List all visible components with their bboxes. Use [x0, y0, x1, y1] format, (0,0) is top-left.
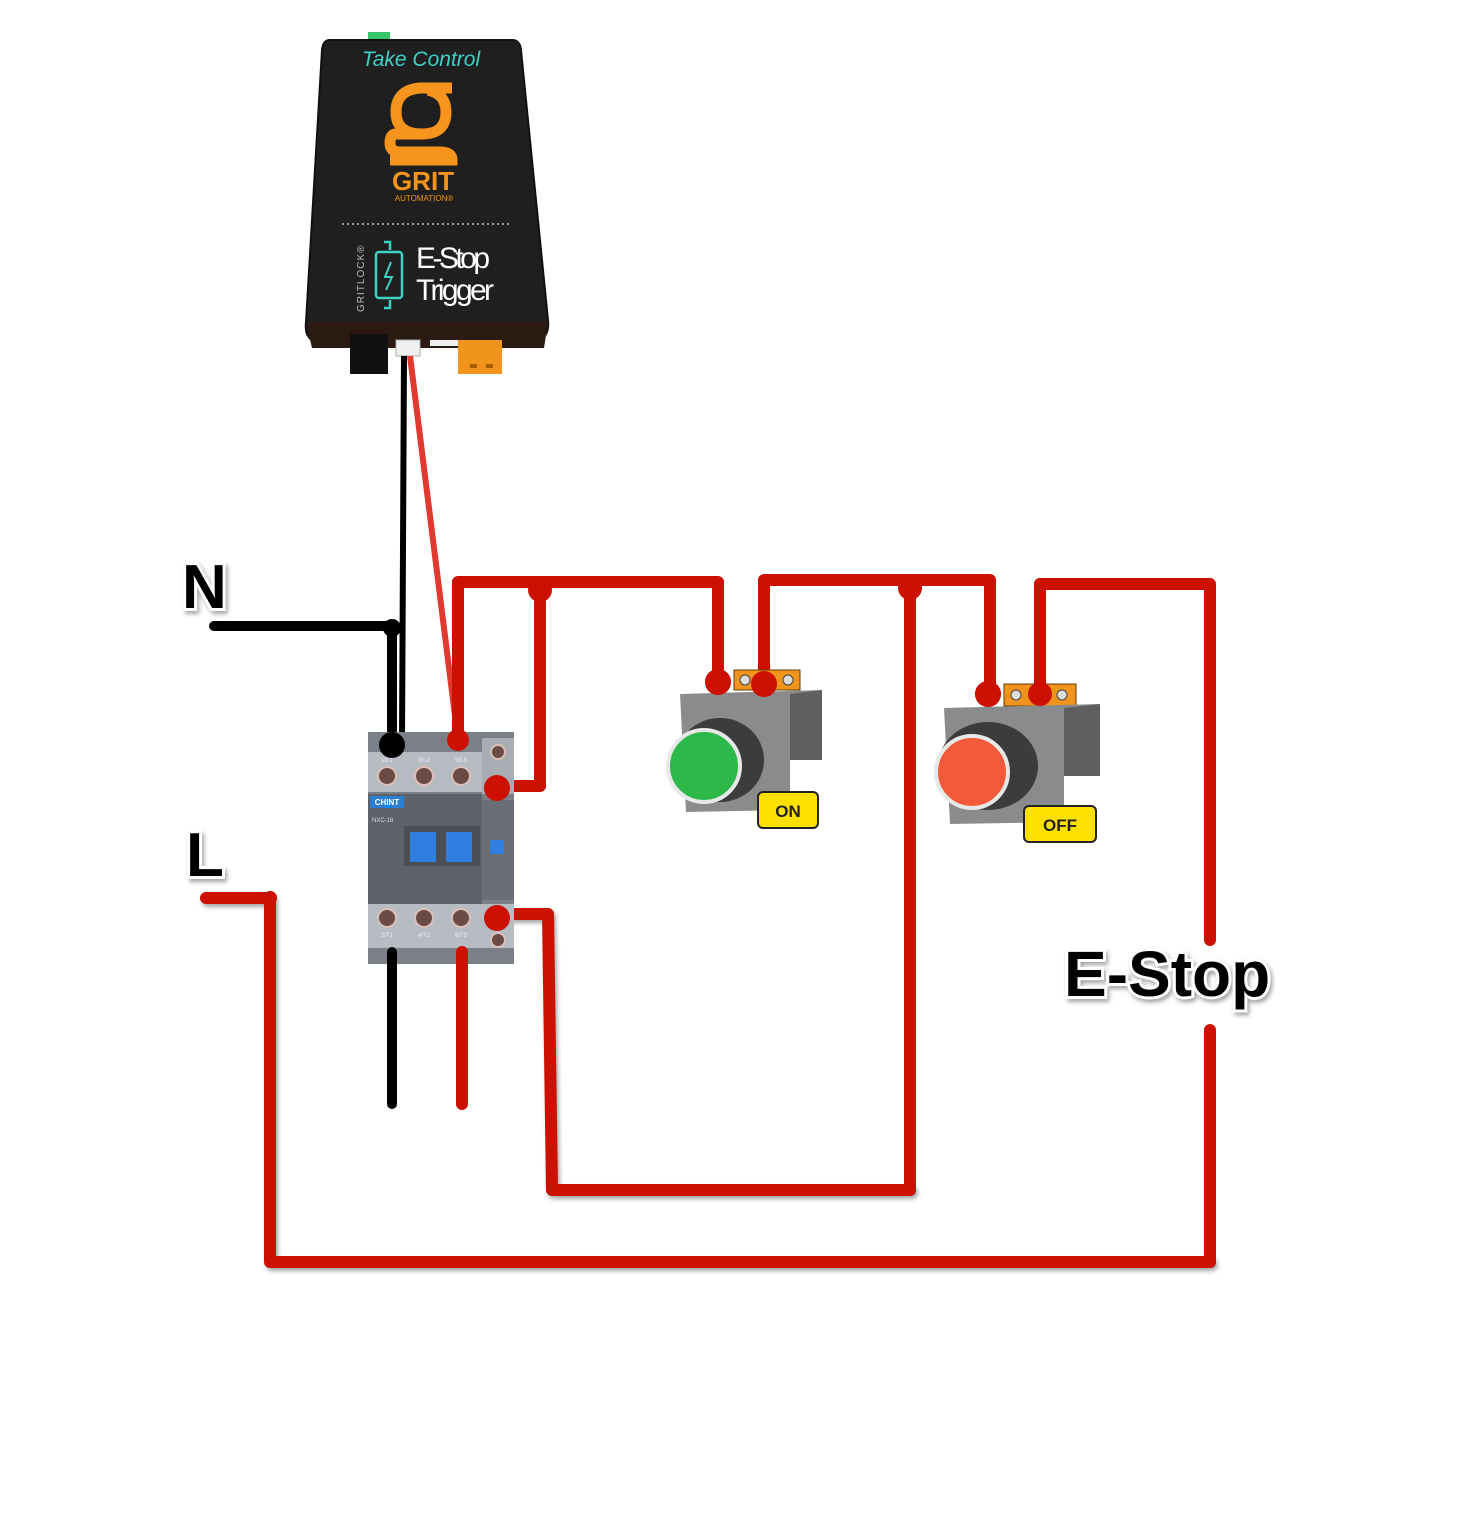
live-label: L — [186, 821, 224, 890]
xt60-connector — [458, 340, 502, 374]
aux-13-node-top — [484, 775, 510, 801]
neutral-label: N — [182, 553, 227, 622]
off-label: OFF — [1043, 816, 1077, 835]
off-push-button: OFF — [934, 683, 1100, 843]
terminal-screw — [739, 674, 751, 686]
device-tagline: Take Control — [362, 48, 482, 71]
on-terminal-2-top — [751, 671, 777, 697]
estop-label: E-Stop — [1064, 938, 1270, 1010]
jst-connector — [395, 339, 421, 357]
on-label-badge — [757, 791, 819, 829]
contactor-brand: CHINT — [375, 798, 400, 807]
neutral-wire — [209, 621, 397, 750]
live-junction — [263, 891, 277, 905]
terminal-screw — [451, 908, 471, 928]
terminal-label-2-t1: 2/T1 — [381, 933, 394, 939]
estop-trigger-device: Take Control GRIT AUTOMATION® GRITLOCK® … — [304, 32, 550, 374]
terminal-screw — [377, 908, 397, 928]
terminal-label-3-l2: 3/L2 — [418, 758, 430, 764]
top-junction-1 — [528, 578, 552, 602]
terminal-screw — [377, 766, 397, 786]
neutral-terminal-node-top — [379, 732, 405, 758]
terminal-screw — [451, 766, 471, 786]
device-brand: GRIT — [392, 166, 454, 196]
device-product-line1: E-Stop — [416, 242, 490, 275]
aux-14-wire — [492, 908, 916, 1196]
terminal-screw — [782, 674, 794, 686]
terminal-screw — [1010, 689, 1022, 701]
l3-terminal-node-top — [447, 729, 469, 751]
terminal-label-1-l1: 1/L1 — [381, 758, 393, 764]
live-wire — [200, 892, 1216, 1268]
on-button-housing-side — [790, 690, 822, 760]
battery-lightning-icon — [374, 240, 404, 310]
contactor-brand-badge — [370, 796, 404, 808]
terminal-label-6-t3: 6/T3 — [455, 933, 468, 939]
device-series: GRITLOCK® — [356, 245, 367, 313]
device-red-lead — [407, 355, 461, 741]
off-button-housing-side — [1064, 704, 1100, 776]
terminal-screw — [490, 932, 506, 948]
contactor-aux-indicator — [490, 840, 504, 854]
black-connector — [350, 334, 388, 374]
on-push-button: ON — [666, 669, 822, 829]
terminal-label-4-t2: 4/T2 — [418, 933, 431, 939]
aux-14-node-top — [484, 905, 510, 931]
contactor-model: NXC-18 — [372, 818, 394, 824]
terminal-label-5-l3: 5/L3 — [455, 758, 467, 764]
device-bottom-edge — [306, 322, 548, 348]
device-product-line2: Trigger — [416, 274, 494, 307]
on-button-cap — [666, 728, 742, 804]
xt60-pin — [470, 364, 477, 368]
contactor-actuator — [410, 832, 436, 862]
off-button-cap — [934, 734, 1010, 810]
neutral-junction — [383, 619, 401, 637]
top-terminal-connector — [368, 32, 390, 42]
on-to-off-wire — [758, 574, 996, 696]
off-label-badge — [1023, 805, 1097, 843]
terminal-screw — [490, 744, 506, 760]
device-black-lead — [399, 355, 407, 741]
terminal-screw — [1056, 689, 1068, 701]
terminal-screw — [414, 766, 434, 786]
contactor-actuator — [446, 832, 472, 862]
on-label: ON — [775, 802, 801, 821]
terminal-screw — [414, 908, 434, 928]
off-terminal-2-top — [1028, 682, 1052, 706]
usb-port — [430, 340, 460, 346]
on-terminal-1-top — [705, 669, 731, 695]
grit-logo-icon — [384, 82, 458, 166]
control-wire-top-left — [452, 576, 724, 746]
off-terminal-1-top — [975, 681, 1001, 707]
device-brand-sub: AUTOMATION® — [395, 194, 454, 203]
xt60-pin — [486, 364, 493, 368]
